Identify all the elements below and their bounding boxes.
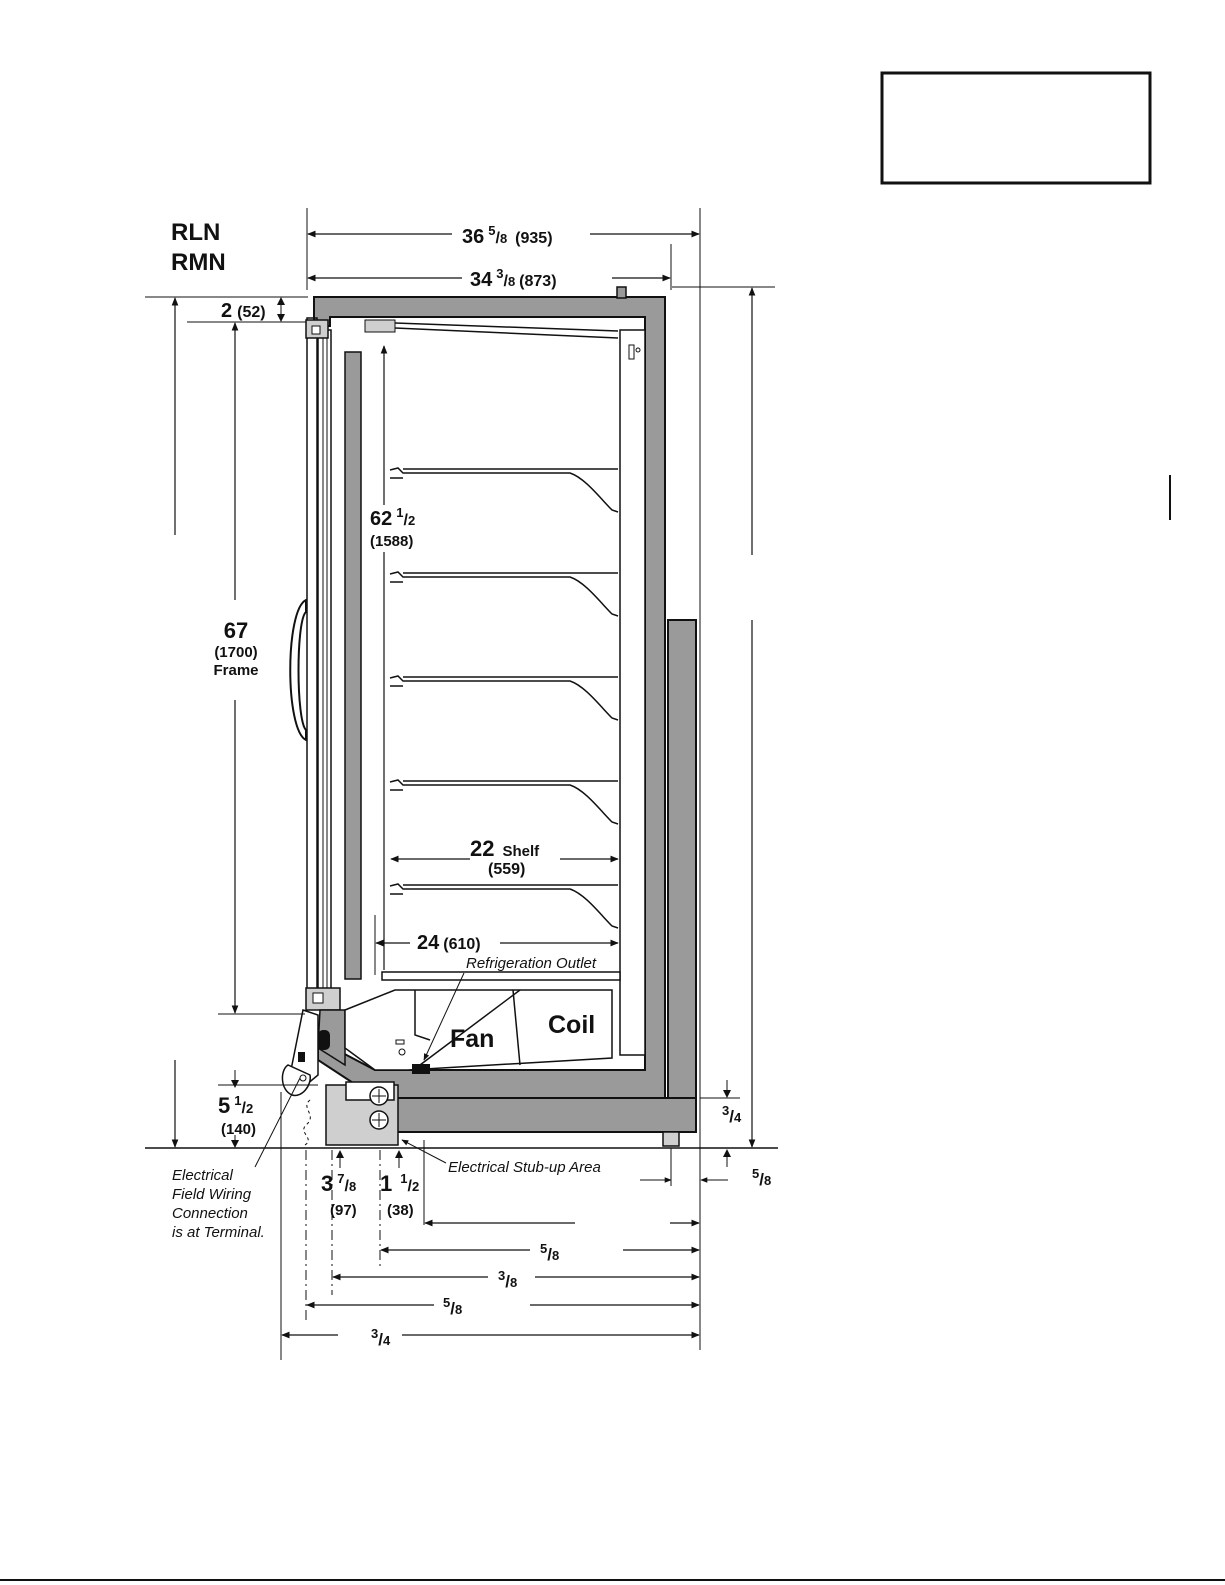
svg-text:3/4: 3/4 [371,1326,391,1349]
model-label-rmn: RMN [171,249,226,276]
svg-text:(140): (140) [221,1121,256,1138]
shelf-2 [390,572,618,616]
dim-bottom-4: 3/4 [282,1326,699,1349]
shelf-1 [390,468,618,512]
dim-bottom-1: 5/8 [381,1241,699,1264]
svg-text:5/8: 5/8 [443,1295,462,1318]
callout-electrical-stub-up: Electrical Stub-up Area [402,1140,601,1176]
rear-base [668,620,696,1132]
dim-top-gap: 2(52) [221,297,285,322]
svg-text:(97): (97) [330,1202,357,1219]
leveling-foot [663,1132,679,1146]
svg-text:3/4: 3/4 [722,1103,742,1126]
svg-text:Electrical: Electrical [172,1167,234,1184]
fan-label: Fan [450,1025,494,1053]
shelf-3 [390,676,618,720]
dim-bottom-3: 5/8 [307,1295,699,1318]
door-handle-icon [290,600,306,740]
fan-coil-housing: Fan Coil [345,972,620,1074]
dim-rear-offset: 5/8 [640,1148,771,1189]
svg-text:Field Wiring: Field Wiring [172,1186,252,1203]
door-frame [290,318,361,1010]
svg-text:5/8: 5/8 [540,1241,559,1264]
refrigeration-outlet-fitting [412,1064,430,1074]
dim-right-base-offset: 3/4 [700,1080,742,1126]
svg-text:11/2: 11/2 [380,1171,419,1196]
title-box [882,73,1150,183]
svg-text:Refrigeration Outlet: Refrigeration Outlet [466,955,597,972]
shelf-4 [390,780,618,824]
stub-up-area [326,1082,398,1145]
door-frame-outer [307,318,317,1008]
model-label-rln: RLN [171,219,220,246]
light-canopy [365,320,395,332]
svg-text:51/2: 51/2 [218,1093,253,1118]
coil-label: Coil [548,1011,595,1039]
svg-text:(559): (559) [488,861,525,878]
svg-text:2(52): 2(52) [221,300,266,322]
door-glass [318,330,331,1000]
svg-text:3/8: 3/8 [498,1268,517,1291]
svg-text:37/8: 37/8 [321,1171,356,1196]
mullion [345,352,361,979]
deck-pan [382,972,620,980]
svg-text:67: 67 [224,618,248,643]
svg-text:5/8: 5/8 [752,1166,771,1189]
dim-bottom-2: 3/8 [333,1268,699,1291]
svg-text:Electrical Stub-up Area: Electrical Stub-up Area [448,1159,601,1176]
svg-text:Connection: Connection [172,1205,248,1222]
svg-text:621/2: 621/2 [370,505,415,530]
svg-text:365/8(935): 365/8(935) [462,223,553,248]
svg-text:343/8(873): 343/8(873) [470,266,557,291]
svg-text:(38): (38) [387,1202,414,1219]
shelf-5 [390,884,618,928]
svg-text:(1588): (1588) [370,533,413,550]
svg-text:is at Terminal.: is at Terminal. [172,1224,265,1241]
svg-text:24(610): 24(610) [417,932,481,954]
top-stub [617,287,626,298]
svg-text:Frame: Frame [213,662,258,679]
base-rail [390,1098,696,1132]
rear-duct [620,330,645,1055]
svg-text:(1700): (1700) [214,644,257,661]
